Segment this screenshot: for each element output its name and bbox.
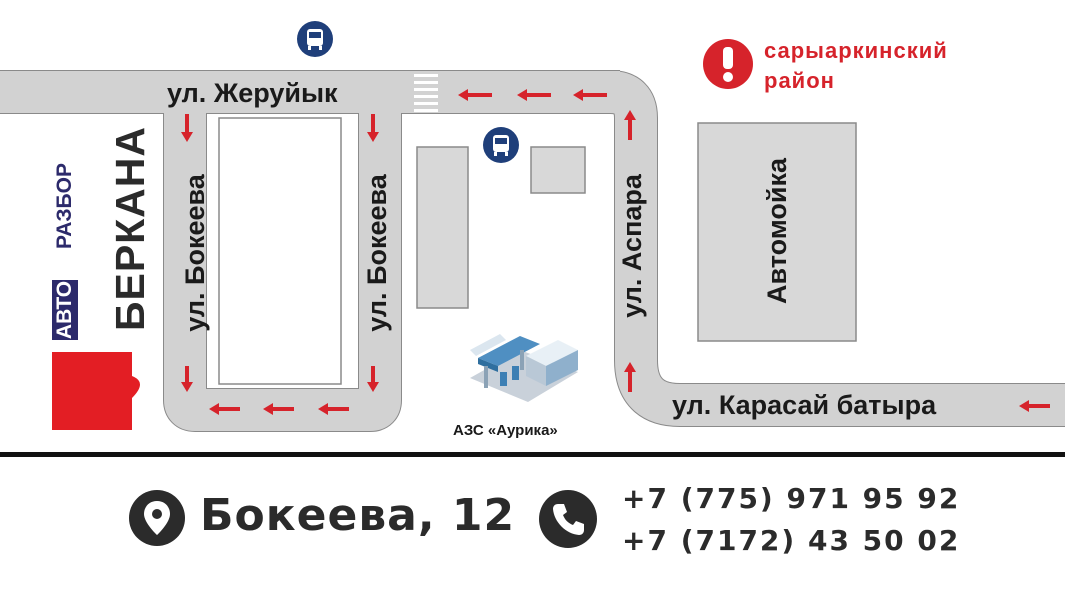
phone-number-1[interactable]: +7 (775) 971 95 92 <box>622 482 961 515</box>
city-block <box>218 117 342 385</box>
logo-brand: БЕРКАНА <box>107 125 153 331</box>
arrow-down <box>181 366 193 392</box>
carwash-building <box>697 122 857 342</box>
building <box>530 146 586 194</box>
logo-puzzle-mark <box>52 352 140 430</box>
logo-prefix-box <box>52 280 78 340</box>
arrow-up <box>624 110 636 140</box>
gas-station-label: АЗС «Аурика» <box>453 422 558 439</box>
street-label-bokeeva-left: ул. Бокеева <box>180 174 210 332</box>
divider <box>0 452 1065 457</box>
arrow-left <box>458 89 492 101</box>
phone-icon <box>539 490 597 548</box>
logo <box>52 280 140 430</box>
arrow-down <box>367 366 379 392</box>
arrow-left <box>1019 400 1050 412</box>
bus-stop-icon <box>483 127 519 163</box>
arrow-up <box>624 362 636 392</box>
arrow-down <box>181 114 193 142</box>
alert-icon <box>703 39 753 89</box>
arrow-left <box>318 403 349 415</box>
street-label-bokeeva-right: ул. Бокеева <box>362 174 392 332</box>
district-line-2: район <box>764 68 835 93</box>
carwash-label: Автомойка <box>762 158 792 304</box>
building <box>416 146 469 309</box>
district-line-1: сарыаркинский <box>764 38 948 63</box>
bus-stop-icon <box>297 21 333 57</box>
phone-number-2[interactable]: +7 (7172) 43 50 02 <box>622 524 961 557</box>
district-label: сарыаркинский район <box>764 36 948 96</box>
arrow-left <box>517 89 551 101</box>
direction-arrows <box>181 89 1050 415</box>
street-label-zheruyik: ул. Жеруйык <box>167 78 338 108</box>
logo-prefix: АВТО <box>53 280 76 340</box>
crosswalk <box>414 74 438 112</box>
arrow-down <box>367 114 379 142</box>
gas-station-icon <box>470 334 578 402</box>
arrow-left <box>573 89 607 101</box>
address-text: Бокеева, 12 <box>200 490 516 541</box>
route-map <box>0 21 1065 432</box>
logo-word: РАЗБОР <box>53 163 76 249</box>
street-label-karasay: ул. Карасай батыра <box>672 390 937 420</box>
location-pin-icon <box>129 490 185 546</box>
arrow-left <box>209 403 240 415</box>
arrow-left <box>263 403 294 415</box>
street-label-aspara: ул. Аспара <box>617 174 647 318</box>
